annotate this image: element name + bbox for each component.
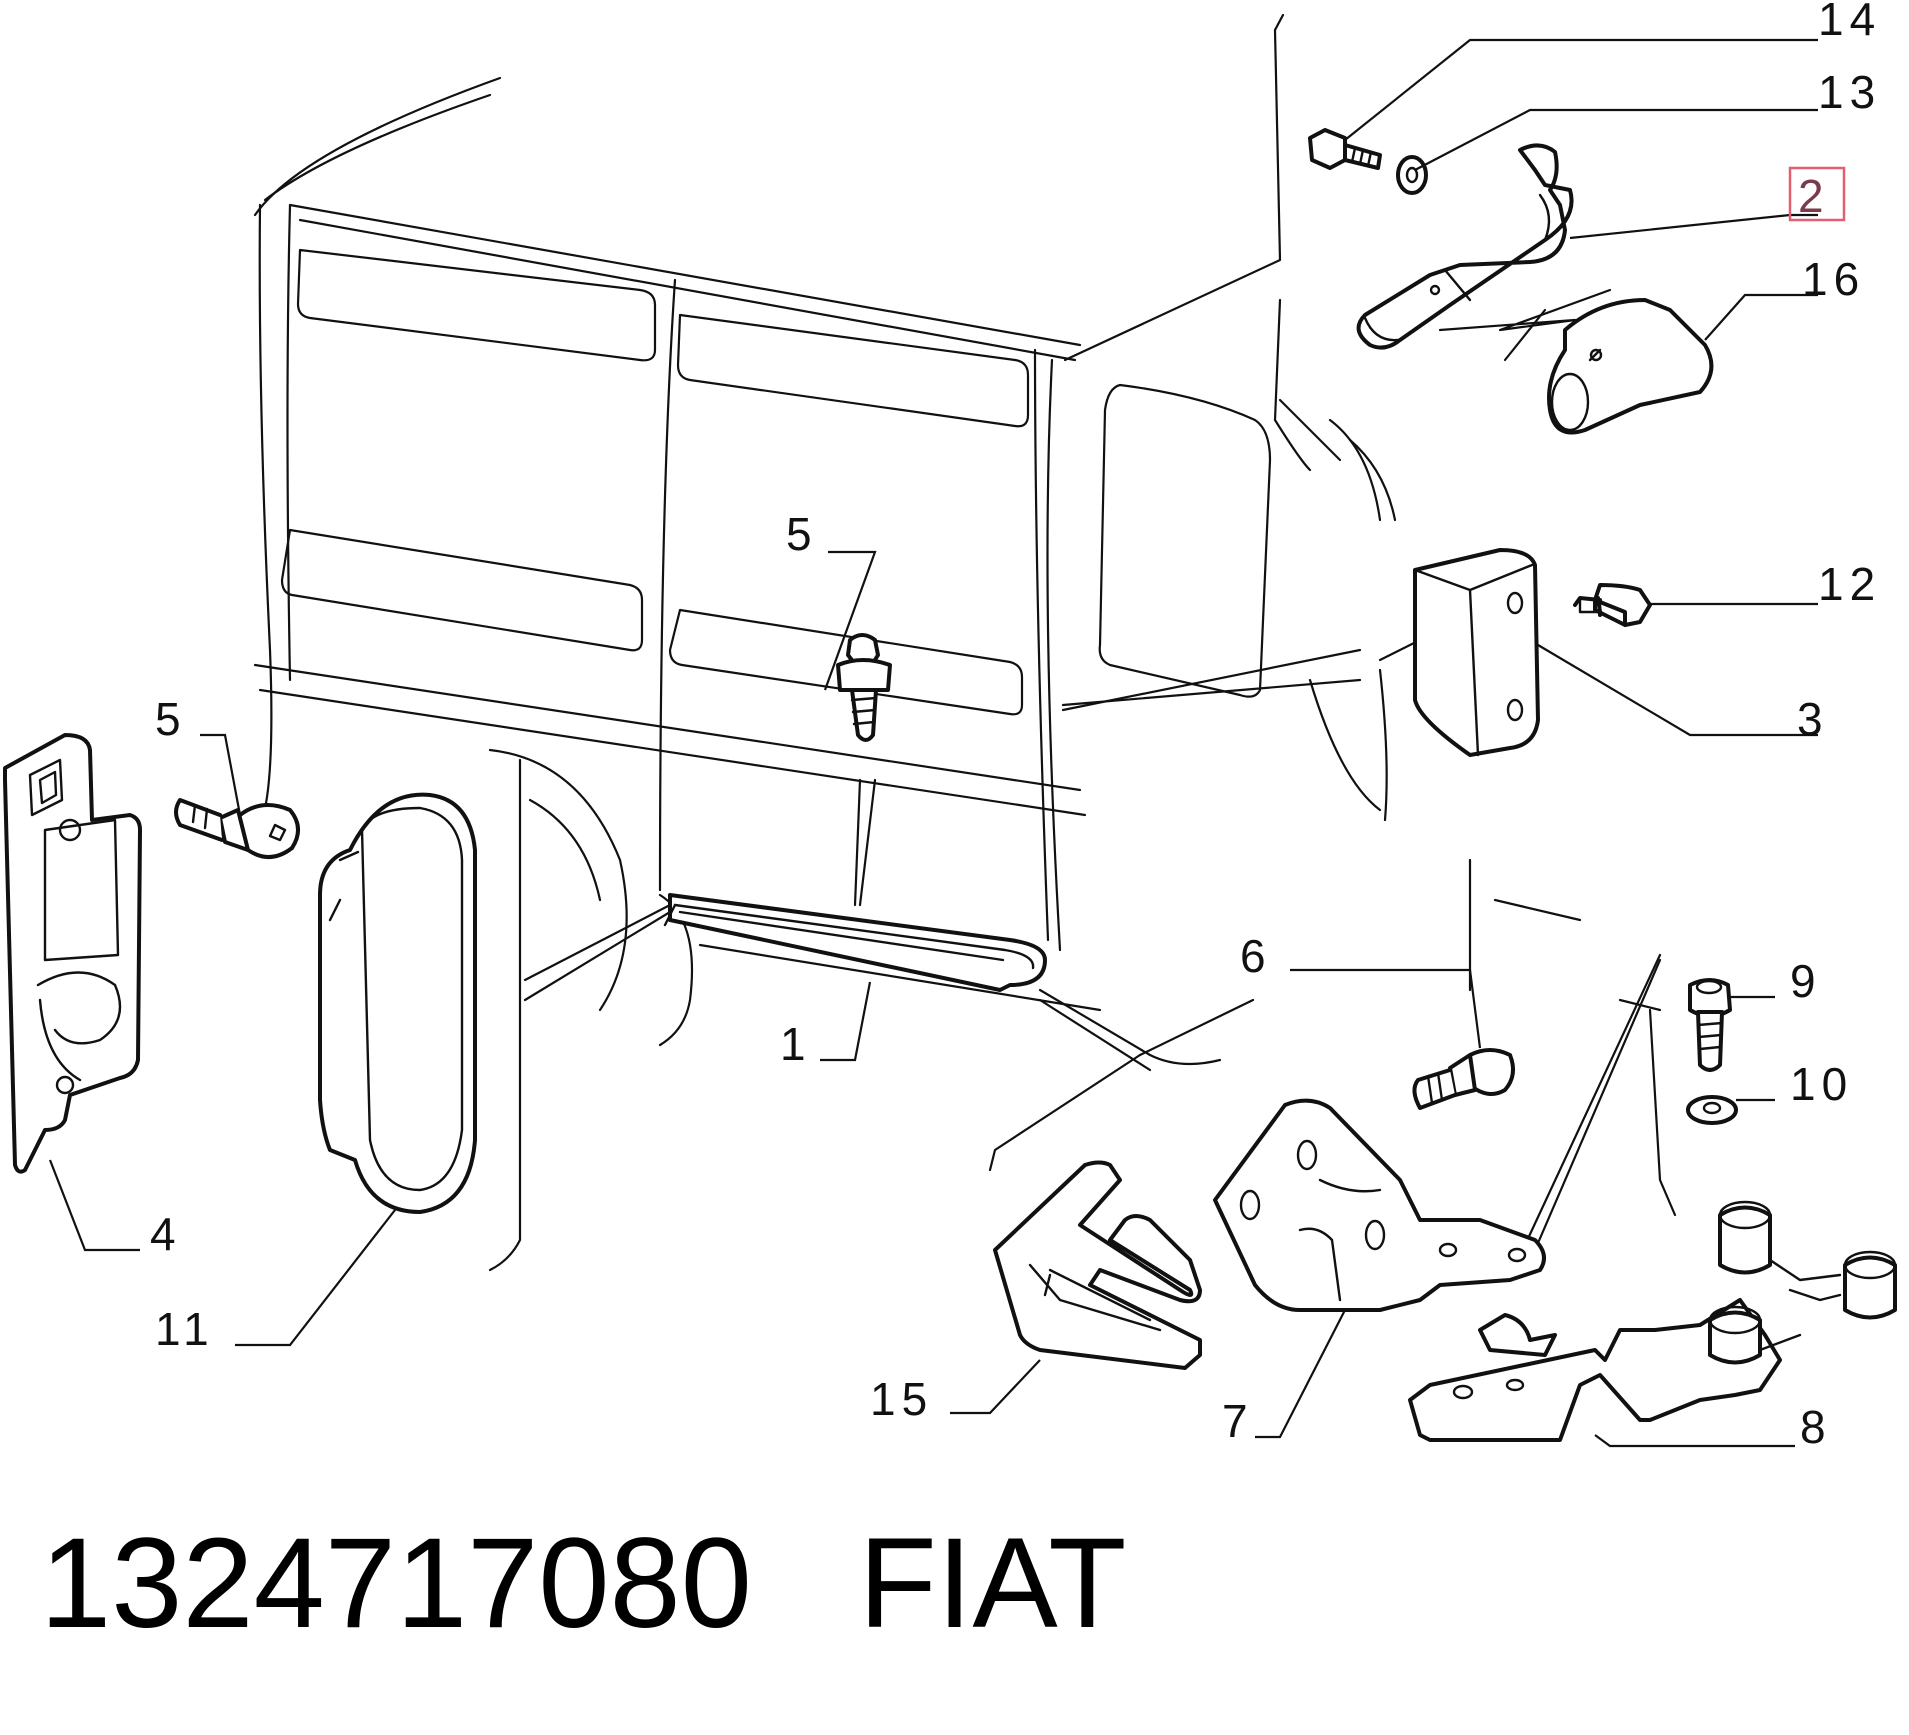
part-5-screw-center [836,633,892,742]
part-12-bolt [1573,583,1652,627]
part-8-roller-carriage [1408,1200,1897,1442]
callout-2: 2 [1798,170,1830,222]
callout-9: 9 [1790,955,1822,1007]
callout-15: 15 [870,1373,933,1425]
part-14-bolt [1308,128,1382,170]
part-10-washer [1686,1095,1738,1125]
callout-16: 16 [1802,253,1865,305]
footer-caption: 1324717080 FIAT [40,1520,1126,1648]
leader-lines [48,38,1818,1448]
callout-3: 3 [1797,693,1829,745]
callout-5-center: 5 [786,508,818,560]
callout-11: 11 [155,1303,215,1355]
part-1-sill-strip [663,893,1047,992]
callout-10: 10 [1790,1058,1853,1110]
callout-5-left: 5 [155,693,187,745]
part-16-cover [1547,298,1714,435]
highlight-box-part-2 [1788,166,1846,222]
part-3-block [1413,548,1540,757]
callout-labels: 14 13 2 16 12 3 5 5 4 11 1 6 9 10 15 7 8 [150,0,1881,1453]
part-9-screw [1688,978,1732,1072]
part-6-bolt [1412,1048,1516,1110]
callout-14: 14 [1818,0,1881,45]
van-body-outline [253,13,1677,1272]
part-5-screw-left [174,798,300,859]
callout-4: 4 [150,1208,182,1260]
brand-name: FIAT [858,1512,1127,1655]
part-7-hinge-bracket [1213,1098,1546,1312]
callout-13: 13 [1818,66,1881,118]
part-15-guide-plate [993,1160,1202,1370]
callout-1: 1 [780,1018,812,1070]
callout-6: 6 [1240,930,1272,982]
part-2-guide-rod [1356,143,1574,350]
callout-12: 12 [1818,558,1881,610]
part-11-bumper [318,792,477,1214]
callout-8: 8 [1800,1401,1832,1453]
part-13-washer [1396,155,1428,195]
callout-7: 7 [1222,1395,1254,1447]
part-4-side-bracket [3,733,142,1174]
part-number: 1324717080 [40,1512,752,1655]
